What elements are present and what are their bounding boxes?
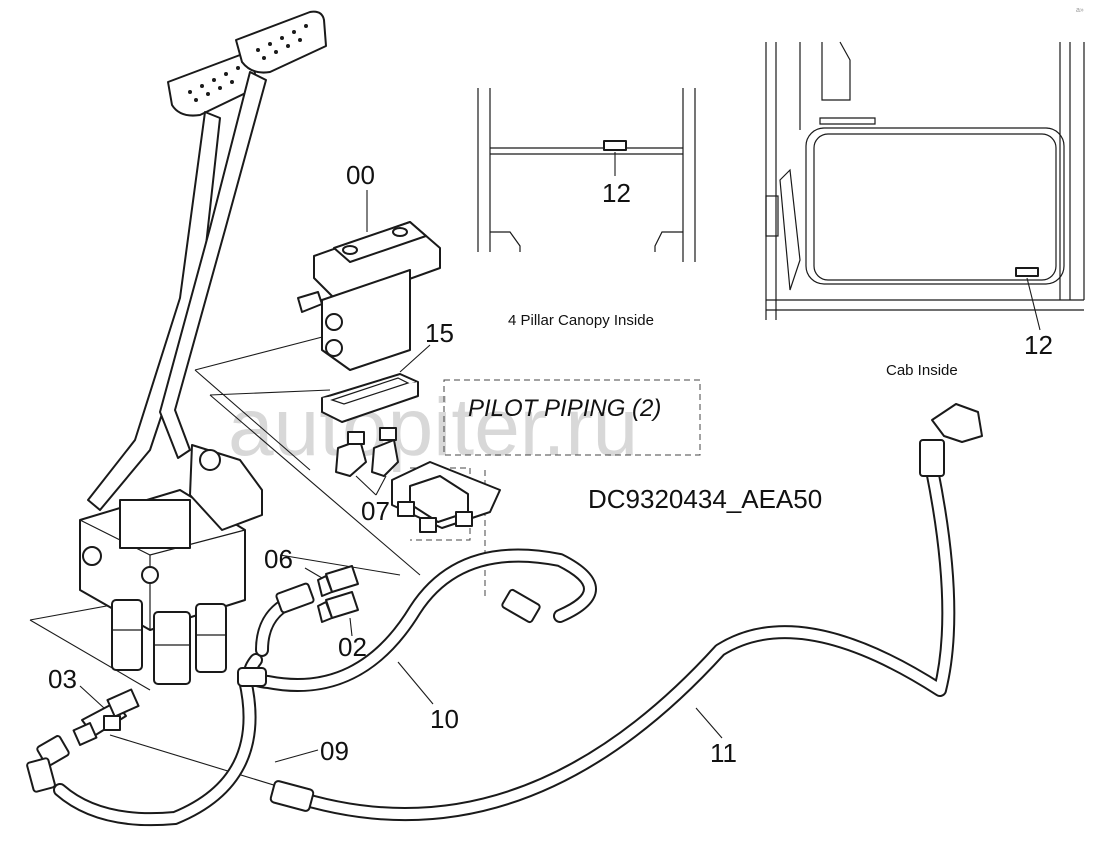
corner-mark: a» xyxy=(1076,7,1084,14)
callout-10: 10 xyxy=(430,704,459,734)
tee-fitting-03 xyxy=(72,685,140,746)
cab-caption: Cab Inside xyxy=(886,362,958,379)
callout-12-canopy: 12 xyxy=(602,178,631,208)
hose-leaders xyxy=(274,661,723,763)
cab-label-plate xyxy=(1015,267,1039,277)
joystick-pilot-valve xyxy=(79,10,327,685)
callout-11: 11 xyxy=(710,738,737,768)
callout-00: 00 xyxy=(346,160,375,190)
fittings-07 xyxy=(335,427,399,496)
callout-03: 03 xyxy=(48,664,77,694)
hoses xyxy=(26,403,983,827)
callout-02: 02 xyxy=(338,632,367,662)
switch-assembly xyxy=(297,190,441,371)
lower-cylinder-left xyxy=(111,599,143,671)
distribution-block xyxy=(391,461,501,533)
callout-15: 15 xyxy=(425,318,454,348)
right-grip xyxy=(235,10,327,74)
canopy-label-plate xyxy=(603,140,627,151)
diagram-id: DC9320434_AEA50 xyxy=(588,484,822,514)
boot-15 xyxy=(321,344,431,423)
callout-12-cab: 12 xyxy=(1024,330,1053,360)
hose-09 xyxy=(53,673,257,827)
pilot-piping-caption: PILOT PIPING (2) xyxy=(468,395,661,422)
valve-top-block xyxy=(119,499,191,549)
leader-lines xyxy=(29,334,421,791)
lower-cylinder-mid xyxy=(153,611,191,685)
callout-09: 09 xyxy=(320,736,349,766)
callout-07: 07 xyxy=(361,496,390,526)
right-lever xyxy=(159,71,267,459)
hose-10 xyxy=(243,548,597,692)
canopy-caption: 4 Pillar Canopy Inside xyxy=(508,312,654,329)
callout-06: 06 xyxy=(264,544,293,574)
canopy-inset xyxy=(477,88,696,262)
adapters-06-02 xyxy=(304,565,359,637)
callouts: 00 15 07 06 02 03 10 09 11 12 12 xyxy=(48,160,1053,768)
captions: 4 Pillar Canopy Inside Cab Inside PILOT … xyxy=(468,312,958,514)
cab-inset xyxy=(765,41,1085,331)
switch-body xyxy=(321,269,411,371)
lower-cylinder-right xyxy=(195,603,227,673)
